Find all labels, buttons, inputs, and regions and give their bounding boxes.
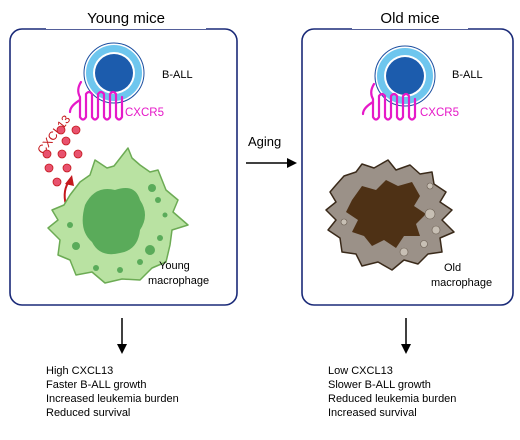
old-outcome-2: Slower B-ALL growth	[328, 379, 431, 391]
young-title-bg	[46, 7, 206, 29]
young-outcome-4: Reduced survival	[46, 407, 130, 419]
old-down-arrow	[401, 318, 411, 354]
young-outcomes: High CXCL13 Faster B-ALL growth Increase…	[46, 365, 179, 419]
young-macrophage-label-2: macrophage	[148, 275, 209, 287]
young-macrophage	[47, 147, 189, 284]
young-ball-cell	[83, 42, 145, 104]
old-outcomes: Low CXCL13 Slower B-ALL growth Reduced l…	[328, 365, 456, 419]
young-cxcl13-dots	[42, 125, 83, 187]
old-ball-label: B-ALL	[452, 69, 483, 81]
young-down-arrow	[117, 318, 127, 354]
old-macrophage-label-1: Old	[444, 262, 461, 274]
old-panel-title: Old mice	[380, 10, 439, 27]
old-macrophage	[325, 159, 455, 271]
young-ball-label: B-ALL	[162, 69, 193, 81]
aging-label: Aging	[248, 134, 281, 149]
young-outcome-1: High CXCL13	[46, 365, 113, 377]
young-cxcr5-receptor	[68, 80, 124, 121]
young-outcome-2: Faster B-ALL growth	[46, 379, 146, 391]
old-title-bg	[352, 7, 468, 29]
old-macrophage-label-2: macrophage	[431, 277, 492, 289]
old-ball-cell	[374, 45, 436, 107]
old-outcome-1: Low CXCL13	[328, 365, 393, 377]
old-outcome-4: Increased survival	[328, 407, 417, 419]
young-macrophage-label-1: Young	[159, 260, 190, 272]
young-outcome-3: Increased leukemia burden	[46, 393, 179, 405]
old-outcome-3: Reduced leukemia burden	[328, 393, 456, 405]
young-panel-title: Young mice	[87, 10, 165, 27]
old-cxcr5-receptor	[361, 82, 417, 121]
old-panel: Old mice B-ALL CXCR5	[301, 7, 514, 419]
young-cxcr5-label: CXCR5	[125, 107, 164, 119]
young-panel: Young mice B-ALL CXCR5 CXCL13	[9, 7, 238, 419]
aging-arrow: Aging	[246, 134, 297, 168]
old-cxcr5-label: CXCR5	[420, 107, 459, 119]
